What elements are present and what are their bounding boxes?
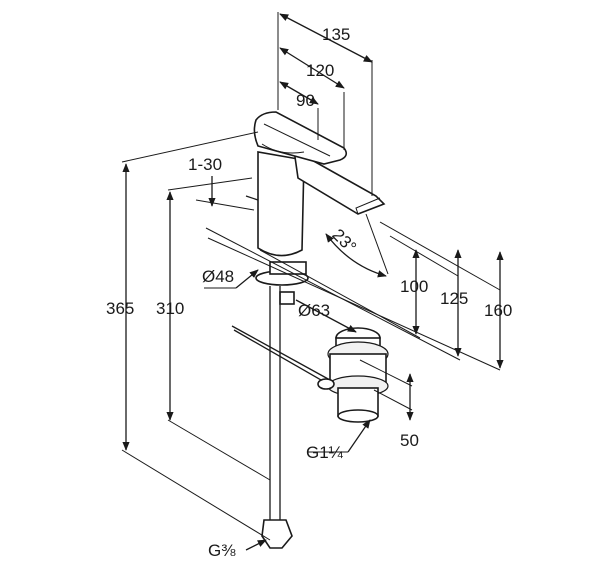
dim-125: 125 bbox=[440, 289, 468, 308]
dim-diameter-48: Ø48 bbox=[202, 267, 234, 286]
dim-365: 365 bbox=[106, 299, 134, 318]
dim-1-30: 1-30 bbox=[188, 155, 222, 174]
pop-up-waste bbox=[231, 325, 389, 423]
dim-135: 135 bbox=[322, 25, 350, 44]
dimension-lines bbox=[121, 12, 504, 551]
dim-angle-23: 23° bbox=[328, 225, 360, 257]
thread-g1-1-4: G1¼ bbox=[306, 443, 344, 462]
dim-diameter-63: Ø63 bbox=[298, 301, 330, 320]
thread-g3-8: G⅜ bbox=[208, 541, 236, 560]
dim-90: 90 bbox=[296, 91, 315, 110]
dim-160: 160 bbox=[484, 301, 512, 320]
dim-120: 120 bbox=[306, 61, 334, 80]
supply-hose bbox=[261, 286, 293, 549]
dim-100: 100 bbox=[400, 277, 428, 296]
dim-310: 310 bbox=[156, 299, 184, 318]
faucet bbox=[245, 111, 386, 305]
dim-50: 50 bbox=[400, 431, 419, 450]
